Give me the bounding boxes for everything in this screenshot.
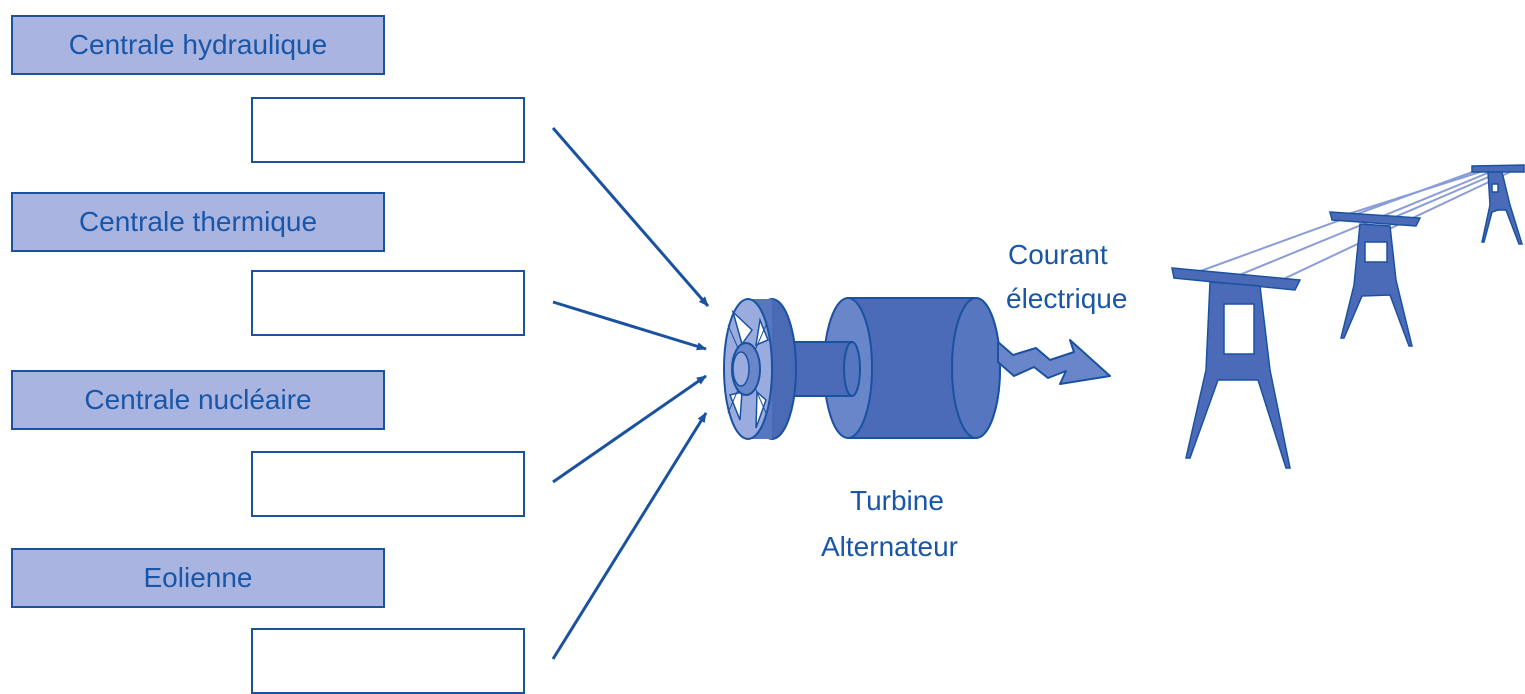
pylon-near-icon — [1171, 267, 1302, 469]
turbine-icon — [723, 298, 797, 440]
answer-box-eolienne[interactable] — [251, 628, 525, 694]
answer-box-thermique[interactable] — [251, 270, 525, 336]
plant-label-hydraulique: Centrale hydraulique — [11, 15, 385, 75]
alternator-icon — [823, 297, 1001, 439]
lightning-bolt-icon — [997, 339, 1111, 385]
output-caption-line2: électrique — [1006, 283, 1128, 314]
arrow-hydraulique — [551, 127, 710, 307]
arrow-nucleaire — [552, 374, 707, 484]
plant-label-eolienne: Eolienne — [11, 548, 385, 608]
machine-caption-line2: Alternateur — [821, 531, 958, 562]
shaft-icon — [789, 341, 861, 397]
arrow-eolienne — [551, 412, 708, 660]
power-lines — [1194, 169, 1511, 284]
answer-box-hydraulique[interactable] — [251, 97, 525, 163]
machine-caption-line1: Turbine — [850, 485, 944, 516]
answer-box-nucleaire[interactable] — [251, 451, 525, 517]
arrow-thermique — [552, 300, 707, 351]
plant-label-thermique: Centrale thermique — [11, 192, 385, 252]
plant-label-nucleaire: Centrale nucléaire — [11, 370, 385, 430]
pylon-mid-icon — [1329, 211, 1422, 347]
pylon-far-icon — [1471, 164, 1525, 245]
output-caption-line1: Courant — [1008, 239, 1108, 270]
